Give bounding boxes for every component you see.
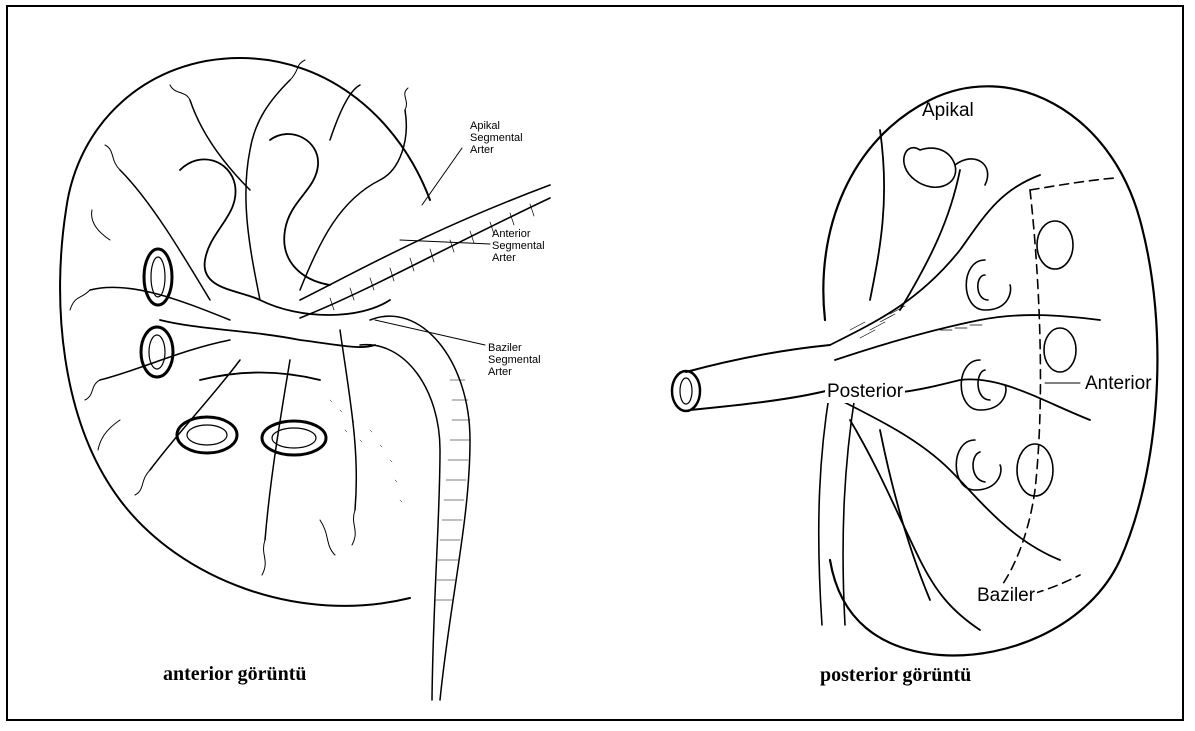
anterior-calyx-lower-1 — [177, 417, 237, 453]
posterior-vein-cut — [672, 371, 700, 411]
posterior-ureter — [819, 390, 830, 625]
label-posterior-apikal: Apikal — [922, 100, 974, 122]
posterior-kidney-outline — [823, 86, 1157, 655]
label-apikal-segmental-arter: Apikal Segmental Arter — [470, 120, 523, 156]
caption-posterior-view: posterior görüntü — [820, 664, 971, 687]
posterior-calyces — [904, 148, 1076, 496]
label-posterior-anterior: Anterior — [1085, 373, 1152, 395]
label-posterior-posterior: Posterior — [825, 381, 905, 403]
anterior-ureter — [370, 316, 470, 700]
leader-apikal — [422, 148, 462, 205]
label-posterior-baziler: Baziler — [975, 585, 1037, 607]
leader-baziler — [375, 320, 485, 345]
posterior-renal-vein — [686, 345, 830, 372]
posterior-kidney-drawing — [672, 86, 1157, 655]
label-anterior-segmental-arter: Anterior Segmental Arter — [492, 228, 545, 264]
label-baziler-segmental-arter: Baziler Segmental Arter — [488, 342, 541, 378]
caption-anterior-view: anterior görüntü — [163, 663, 307, 686]
